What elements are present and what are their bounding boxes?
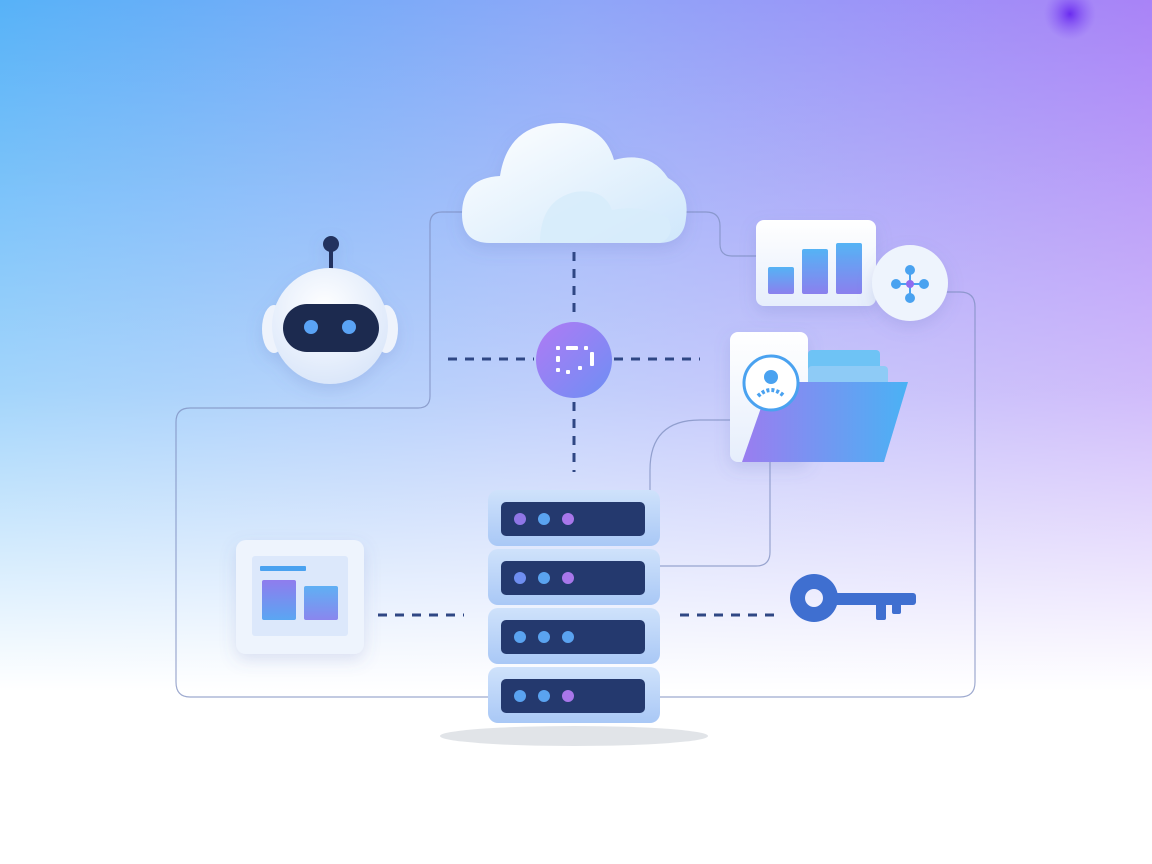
user-folder-icon [730, 332, 908, 462]
server-led [538, 572, 550, 584]
server-led [562, 631, 574, 643]
bar-chart-card [756, 220, 876, 306]
server-unit [488, 490, 660, 546]
hub-node-icon [536, 322, 612, 398]
server-unit [488, 549, 660, 605]
server-led [514, 572, 526, 584]
connector-lines [175, 211, 976, 698]
server-led [538, 631, 550, 643]
key-icon [790, 574, 916, 622]
server-led [514, 690, 526, 702]
server-led [562, 513, 574, 525]
chart-bar [768, 267, 794, 294]
bar-chart-icon [768, 243, 862, 294]
window-panel-icon [236, 540, 364, 654]
server-led [538, 513, 550, 525]
network-nodes-icon [872, 245, 948, 321]
server-unit [488, 608, 660, 664]
server-unit [488, 667, 660, 723]
chart-bar [836, 243, 862, 294]
server-led [538, 690, 550, 702]
robot-icon [262, 236, 398, 384]
server-led [514, 513, 526, 525]
chart-bar [802, 249, 828, 294]
cloud-icon [462, 123, 687, 243]
server-led [514, 631, 526, 643]
server-units [488, 490, 660, 723]
dashed-connectors [378, 252, 780, 617]
server-led [562, 572, 574, 584]
rack-shadow [440, 726, 708, 746]
server-led [562, 690, 574, 702]
server-rack-icon [440, 490, 708, 746]
glow-orb [1044, 0, 1096, 40]
